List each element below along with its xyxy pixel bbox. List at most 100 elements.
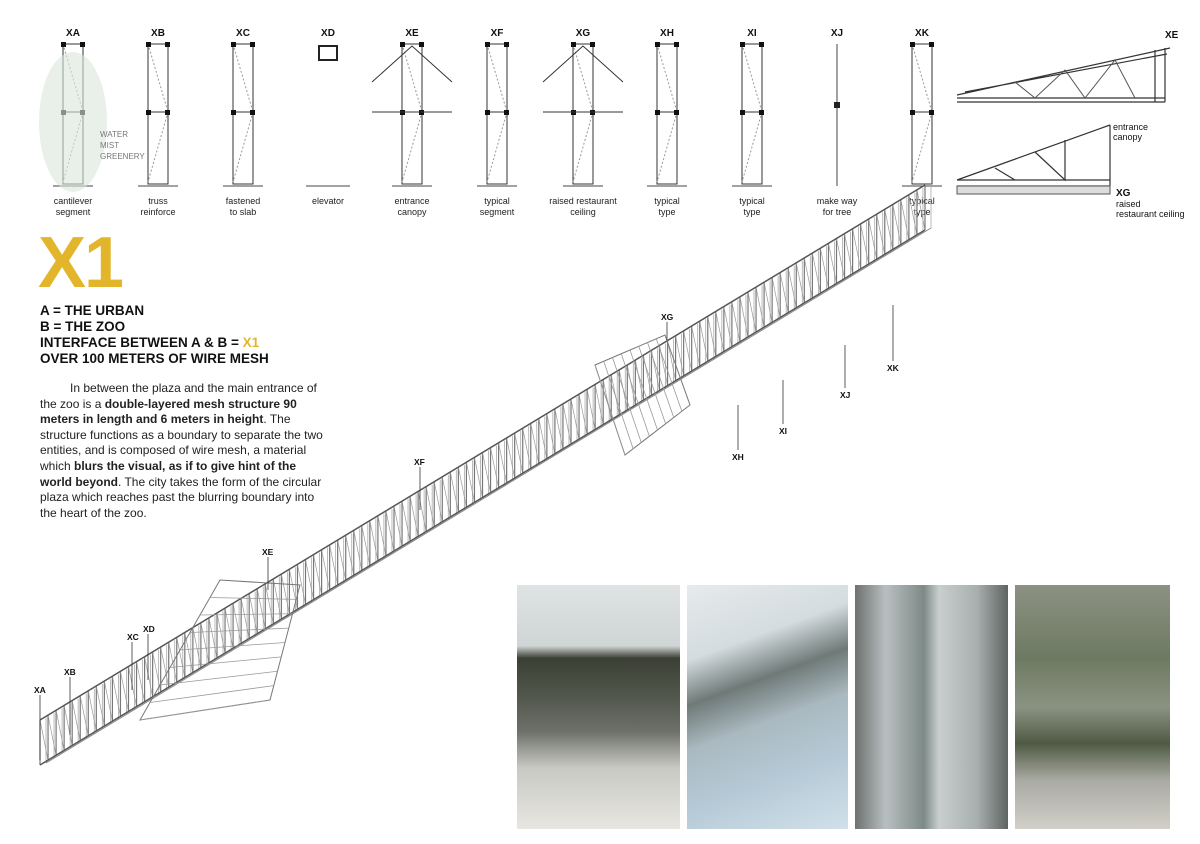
truss-brace [755,287,765,328]
section-caption: cantilever segment [53,196,93,217]
truss-brace [474,457,483,498]
truss-brace [498,442,507,483]
truss-brace [514,432,524,474]
section-caption: typical type [739,196,765,217]
truss-brace [71,700,81,741]
canopy-rib [139,699,271,721]
truss-brace [594,384,604,425]
truss-brace [216,612,226,654]
section-code: XD [321,28,335,39]
axo-label-xi: XI [779,426,788,436]
para-text: In between the plaza and the main entran… [40,381,317,411]
section-caption: typical type [909,196,935,217]
truss-brace [490,447,499,488]
truss-brace [337,539,347,581]
truss-brace [522,428,532,469]
truss-brace [747,291,757,333]
truss-brace [643,355,652,396]
photo-interior-truss [855,585,1008,829]
truss-brace [466,462,475,503]
truss-brace [715,311,725,352]
section-drawing [477,42,517,187]
truss-brace [538,418,548,459]
axo-label-xe: XE [262,547,274,557]
truss-brace [112,676,121,717]
section-xc: XC fastened to slab [201,28,285,218]
description-paragraph: In between the plaza and the main entran… [40,381,330,521]
truss-brace [289,569,298,610]
axo-label-xk: XK [887,363,899,373]
canopy-rib [655,338,683,412]
canopy-rib [629,349,658,431]
truss-brace [95,685,105,727]
section-code: XA [66,28,80,39]
truss-brace [860,223,870,265]
para-text: . The city takes the form of the circula… [40,474,322,520]
truss-brace [425,486,435,527]
truss-brace [63,705,73,746]
canopy-rib [647,342,675,418]
axo-label-xb: XB [64,667,76,677]
canopy-rib [159,670,278,686]
project-title: X1 [38,223,124,303]
truss-brace [779,272,789,313]
truss-brace [602,379,612,420]
truss-brace [562,403,572,445]
axo-label-xf: XF [414,457,425,467]
truss-brace [417,491,427,532]
canopy-rib [620,353,650,437]
section-code: XB [151,28,165,39]
truss-brace [192,627,202,668]
truss-brace [852,228,861,269]
para-text: . The structure functions as a boundary … [40,412,323,473]
headline: B = THE ZOO [40,319,126,334]
elevation-caption: raised restaurant ceiling [1116,199,1185,219]
section-drawing [732,42,772,187]
section-drawing [647,42,687,187]
axo-label-xj: XJ [840,390,851,400]
truss-brace [458,467,467,508]
truss-brace [264,583,274,625]
truss-brace [240,598,250,639]
canopy-rib [638,346,667,424]
headlines: A = THE URBAN B = THE ZOO INTERFACE BETW… [40,303,269,367]
truss-brace [176,637,186,678]
truss-brace [87,690,97,732]
truss-brace [39,719,49,761]
xa-annotation: MIST [100,141,120,150]
canopy-rib [169,656,282,668]
truss-brace [635,360,644,401]
truss-brace [47,715,57,756]
elevation-code: XG [1116,188,1131,199]
axo-label-xa: XA [34,685,46,695]
truss-brace [812,253,821,294]
truss-brace [570,398,580,440]
axo-label-xc: XC [127,632,139,642]
section-code: XC [236,28,250,39]
truss-brace [836,238,845,279]
photo-walkway-top [517,585,680,829]
truss-brace [707,316,717,357]
truss-brace [675,335,684,376]
canopy-rib [199,613,293,616]
truss-brace [787,267,797,308]
para-bold: blurs the visual, as if to give hint of … [40,458,297,489]
canopy-rib [179,642,286,651]
truss-brace [844,233,853,274]
truss-brace [763,282,773,323]
xa-annotation: GREENERY [100,152,145,161]
truss-brace [136,661,145,702]
section-caption: fastened to slab [225,196,261,217]
truss-brace [916,189,926,231]
headline-accent: X1 [242,335,260,350]
truss-brace [433,481,443,522]
truss-brace [120,671,129,712]
truss-brace [313,554,322,595]
truss-brace [128,666,137,707]
truss-brace [232,603,242,644]
section-drawing [542,42,624,187]
